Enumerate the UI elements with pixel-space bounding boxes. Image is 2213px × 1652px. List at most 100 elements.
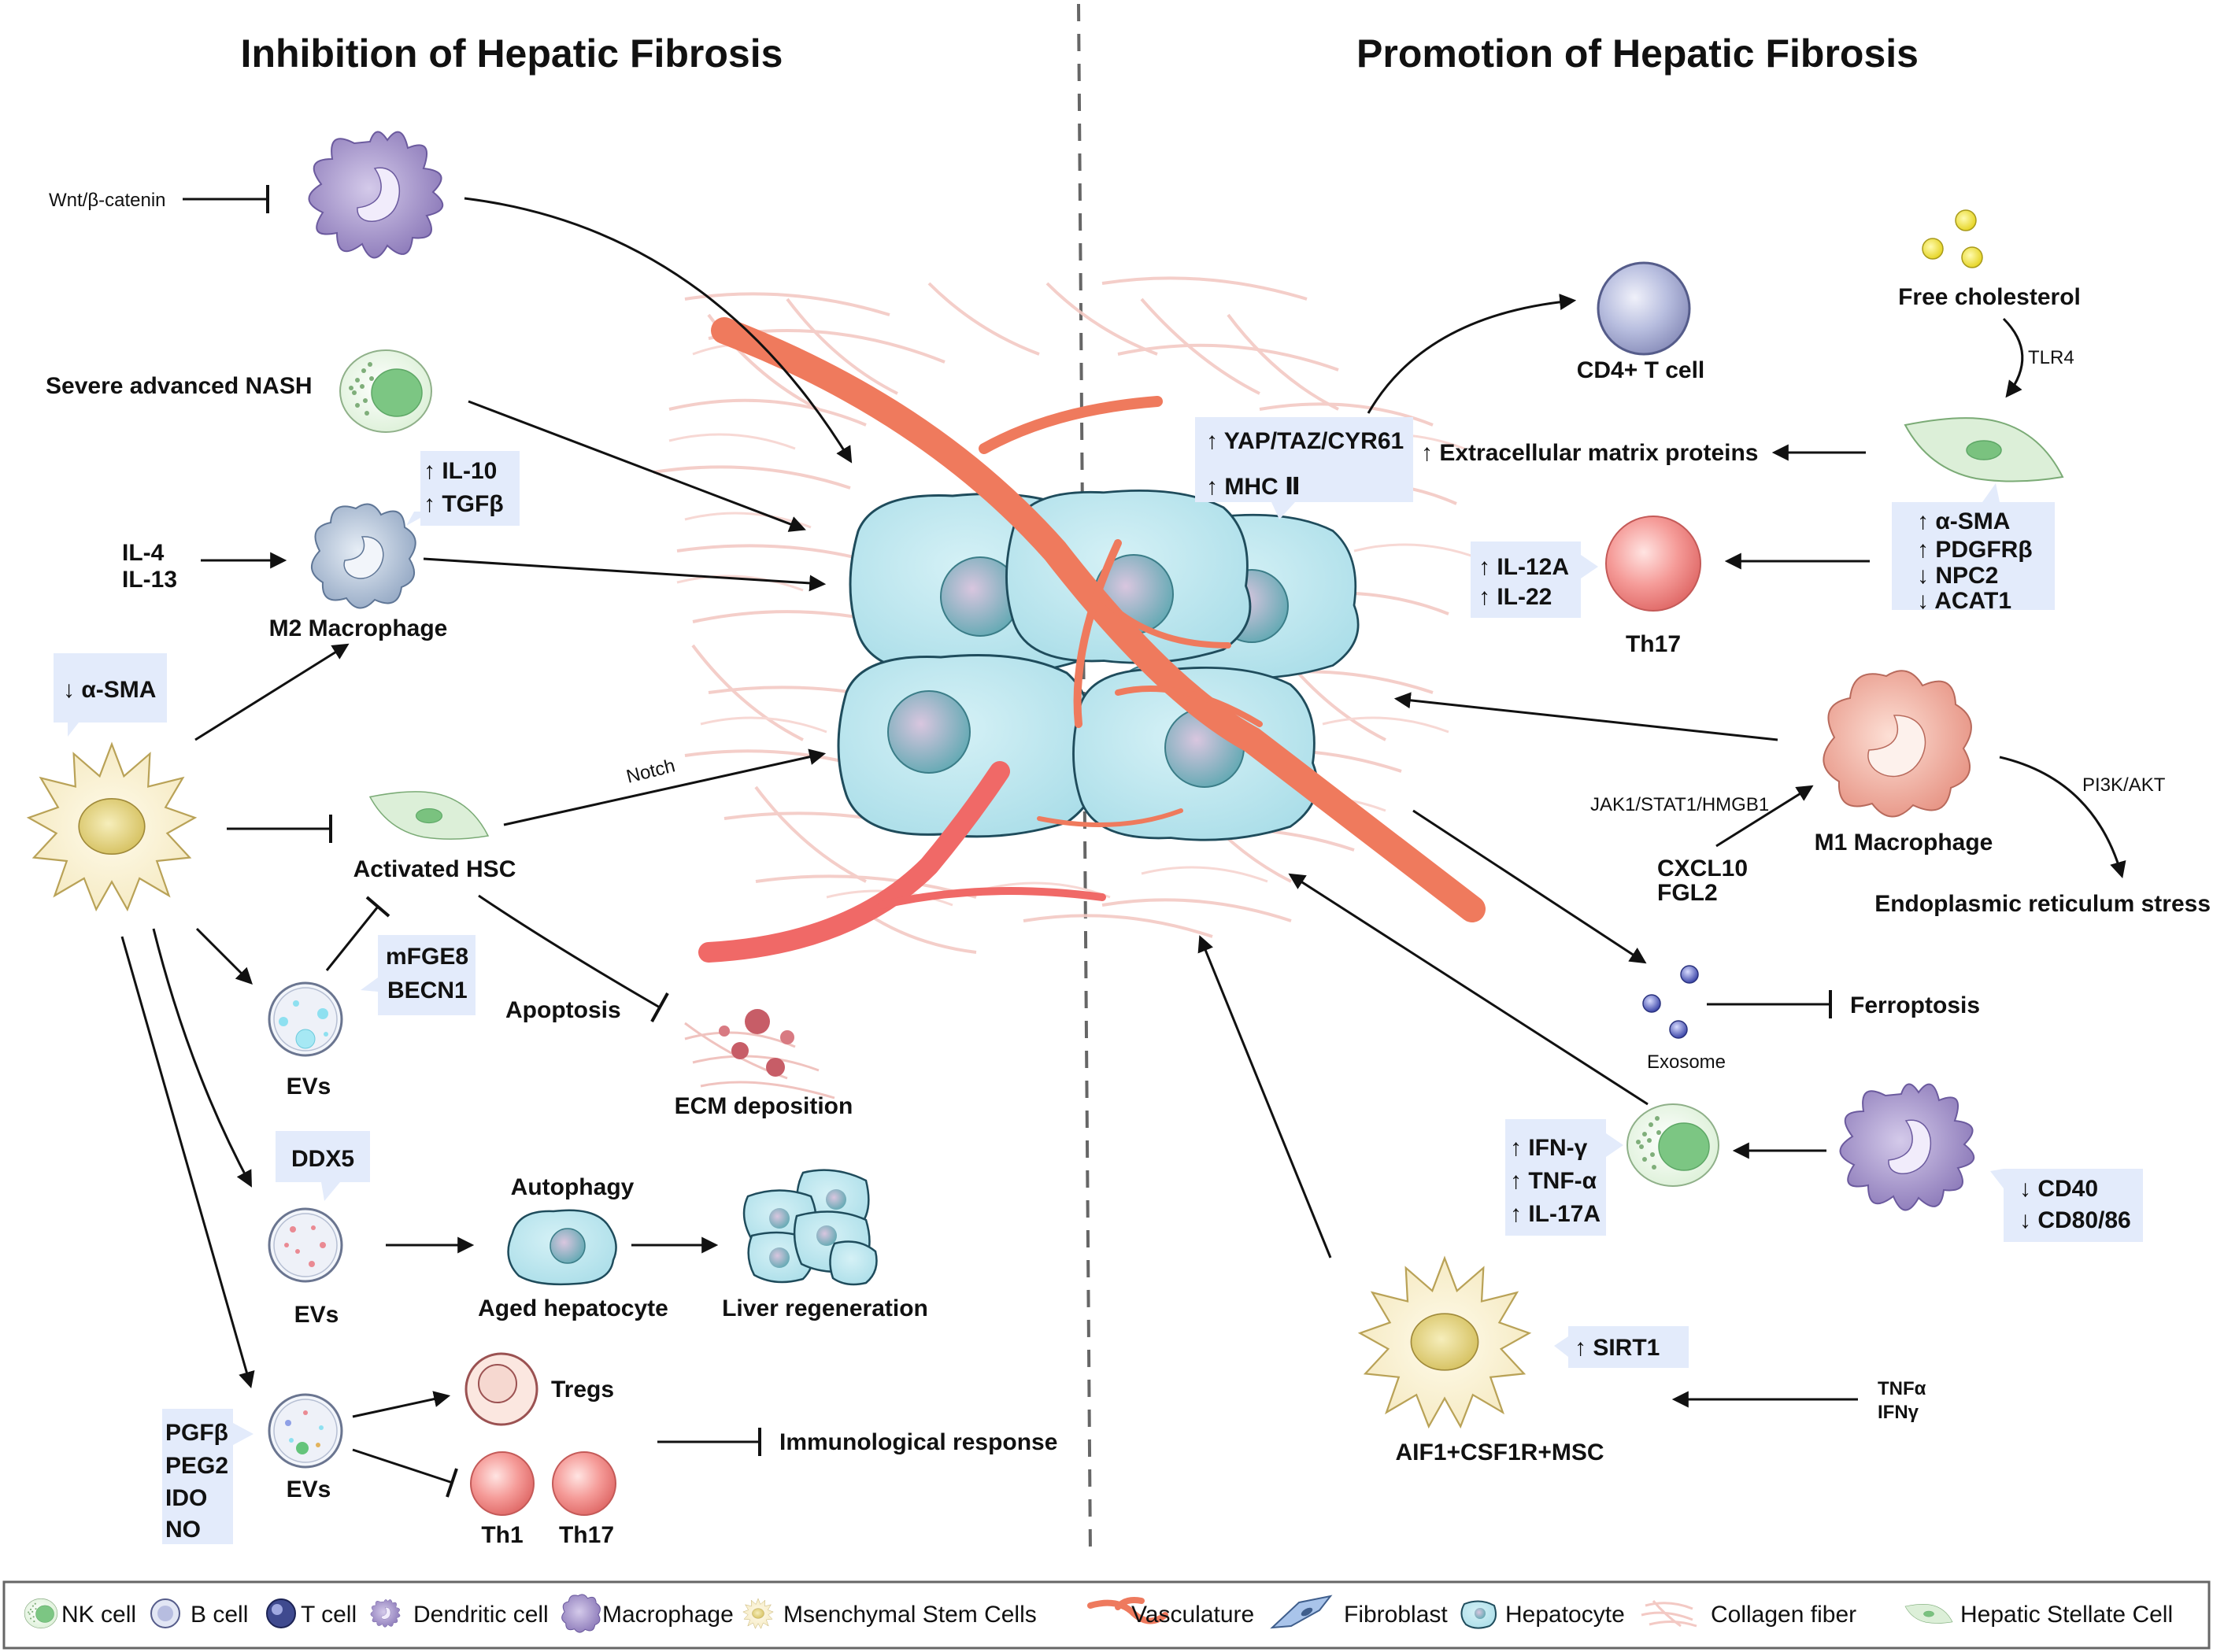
aif1-label: AIF1+CSF1R+MSC xyxy=(1395,1439,1604,1465)
activated-hsc-label: Activated HSC xyxy=(353,856,516,882)
mfge8-callout xyxy=(361,935,476,1015)
nk-cell-right xyxy=(1626,1103,1719,1187)
ifng-label: ↑ IFN-γ xyxy=(1510,1135,1588,1161)
ecm-proteins-label: ↑ Extracellular matrix proteins xyxy=(1421,440,1759,466)
t-cell-icon xyxy=(266,1598,296,1628)
yap-label: ↑ YAP/TAZ/CYR61 xyxy=(1206,428,1404,454)
title-promotion: Promotion of Hepatic Fibrosis xyxy=(1356,31,1919,76)
dendritic-cell-left xyxy=(308,131,444,259)
title-inhibition: Inhibition of Hepatic Fibrosis xyxy=(241,31,783,76)
macrophage-icon xyxy=(561,1594,601,1633)
m2-macrophage-cell xyxy=(311,503,416,609)
yap-callout xyxy=(1195,417,1413,519)
liver-regeneration-label: Liver regeneration xyxy=(722,1295,928,1321)
sirt1-label: ↑ SIRT1 xyxy=(1575,1335,1660,1361)
er-stress-label: Endoplasmic reticulum stress xyxy=(1874,891,2211,917)
wnt-label: Wnt/β-catenin xyxy=(49,190,166,211)
il13-label: IL-13 xyxy=(122,567,177,593)
pgfb-callout xyxy=(162,1409,253,1544)
legend-label-0: NK cell xyxy=(61,1602,136,1628)
pgfb-label: PGFβ xyxy=(165,1420,228,1446)
ecm-deposition-label: ECM deposition xyxy=(675,1093,853,1119)
tgfb-label: ↑ TGFβ xyxy=(424,491,504,517)
tregs-label: Tregs xyxy=(551,1377,614,1403)
il12a-callout xyxy=(1471,541,1598,618)
legend: NK cell B cell T cell Dendritic cell Mac… xyxy=(24,1594,2173,1633)
il4-label: IL-4 xyxy=(122,540,165,566)
ev-vesicle-2 xyxy=(268,1207,343,1283)
m1-macrophage-label: M1 Macrophage xyxy=(1815,830,1993,856)
aged-hepatocyte-cell xyxy=(507,1209,617,1286)
nk-cell-left xyxy=(339,349,432,433)
dendritic-cell-right xyxy=(1839,1083,1975,1211)
no-label: NO xyxy=(165,1517,201,1543)
th17-label-right: Th17 xyxy=(1626,631,1681,657)
ecm-deposition-image xyxy=(684,1009,835,1099)
free-cholesterol-dots xyxy=(1922,209,1983,268)
tregs-cell xyxy=(464,1352,538,1426)
evs-label-1: EVs xyxy=(287,1074,331,1099)
asma-up-callout xyxy=(1892,483,2055,610)
legend-label-4: Macrophage xyxy=(602,1602,734,1628)
ddx5-callout xyxy=(276,1131,370,1201)
asma-down-callout xyxy=(54,653,167,737)
notch-label: Notch xyxy=(624,755,677,787)
fgl2-label: FGL2 xyxy=(1657,880,1718,906)
tnfa2-label: TNFα xyxy=(1878,1378,1926,1399)
collagen-fiber-icon xyxy=(1641,1600,1697,1628)
il10-label: ↑ IL-10 xyxy=(424,458,497,484)
cd4-t-cell xyxy=(1597,261,1691,356)
il17a-label: ↑ IL-17A xyxy=(1510,1201,1601,1227)
sirt1-callout xyxy=(1554,1326,1689,1368)
evs-label-3: EVs xyxy=(287,1476,331,1502)
mhc-label: ↑ MHC Ⅱ xyxy=(1206,474,1301,500)
hepatocyte-cluster xyxy=(837,489,1360,841)
autophagy-label: Autophagy xyxy=(511,1174,635,1200)
legend-label-1: B cell xyxy=(191,1602,248,1628)
m2-macrophage-label: M2 Macrophage xyxy=(269,615,448,641)
cd40-callout xyxy=(1990,1169,2143,1242)
b-cell-icon xyxy=(150,1598,180,1628)
becn1-label: BECN1 xyxy=(387,978,468,1003)
ev-vesicle-3 xyxy=(268,1393,343,1469)
m1-macrophage-cell xyxy=(1823,670,1972,818)
legend-label-3: Dendritic cell xyxy=(413,1602,549,1628)
vasculature xyxy=(698,317,1486,963)
immunological-response-label: Immunological response xyxy=(779,1429,1057,1455)
tnfa-label: ↑ TNF-α xyxy=(1510,1168,1597,1194)
exosome-particles xyxy=(1642,965,1699,1039)
legend-label-8: Hepatocyte xyxy=(1505,1602,1625,1628)
il22-label: ↑ IL-22 xyxy=(1478,584,1552,610)
legend-label-10: Hepatic Stellate Cell xyxy=(1960,1602,2173,1628)
th1-label: Th1 xyxy=(481,1522,523,1548)
ido-label: IDO xyxy=(165,1485,207,1511)
exosome-label: Exosome xyxy=(1647,1051,1726,1073)
il12a-label: ↑ IL-12A xyxy=(1478,554,1569,580)
cd40-label: ↓ CD40 xyxy=(2019,1176,2098,1202)
activated-hsc-cell xyxy=(369,791,489,840)
acat1-label: ↓ ACAT1 xyxy=(1917,588,2011,614)
legend-label-7: Fibroblast xyxy=(1344,1602,1448,1628)
cd8086-label: ↓ CD80/86 xyxy=(2019,1207,2131,1233)
npc2-label: ↓ NPC2 xyxy=(1917,563,1998,589)
th17-cell-right xyxy=(1605,516,1701,612)
center-divider xyxy=(1077,3,1092,1555)
ddx5-label: DDX5 xyxy=(291,1146,354,1172)
asma-down-label: ↓ α-SMA xyxy=(63,677,156,703)
peg2-label: PEG2 xyxy=(165,1453,228,1479)
legend-label-9: Collagen fiber xyxy=(1711,1602,1856,1628)
ifng-callout xyxy=(1505,1119,1623,1236)
aged-hepatocyte-label: Aged hepatocyte xyxy=(478,1295,668,1321)
apoptosis-label: Apoptosis xyxy=(505,997,621,1023)
cxcl10-label: CXCL10 xyxy=(1657,856,1748,881)
free-cholesterol-label: Free cholesterol xyxy=(1898,284,2081,310)
mfge8-label: mFGE8 xyxy=(386,944,468,970)
pdgfrb-label: ↑ PDGFRβ xyxy=(1917,537,2033,563)
jak-label: JAK1/STAT1/HMGB1 xyxy=(1590,794,1769,815)
nk-cell-icon xyxy=(24,1598,58,1629)
il10-callout xyxy=(406,451,520,526)
hsc-right xyxy=(1904,417,2063,482)
pi3k-label: PI3K/AKT xyxy=(2082,774,2166,796)
msc-right xyxy=(1359,1257,1530,1428)
